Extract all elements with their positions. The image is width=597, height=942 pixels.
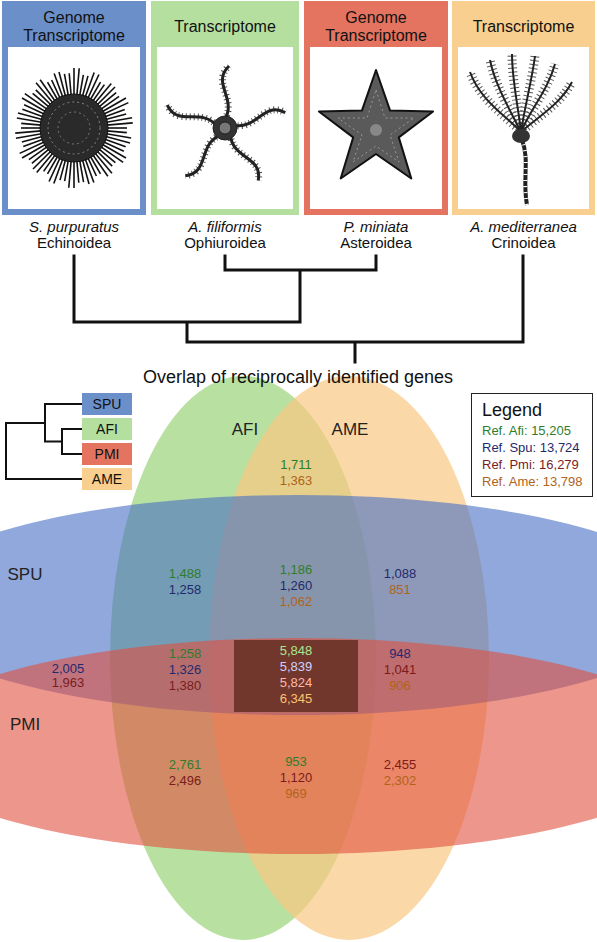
panel-header: Transcriptome	[458, 7, 589, 47]
panel-header: Genome Transcriptome	[8, 7, 140, 47]
taxon-box: AFI	[82, 418, 132, 440]
phylogeny-tree	[74, 256, 523, 362]
gene-count: 1,186	[280, 563, 313, 577]
gene-count: 1,380	[169, 679, 202, 693]
panel-heading: Genome Transcriptome	[310, 9, 442, 45]
gene-count: 1,963	[52, 676, 85, 690]
gene-count: 1,062	[280, 595, 313, 609]
gene-count: 969	[285, 787, 307, 801]
core-overlap-square	[234, 640, 358, 712]
gene-count: 1,326	[169, 663, 202, 677]
genome-panel: Genome TranscriptomeS. purpuratusEchinoi…	[2, 1, 146, 215]
legend-entry: Ref. Ame: 13,798	[482, 473, 582, 490]
taxon-box: SPU	[82, 393, 132, 415]
taxon-code: SPU	[93, 396, 122, 412]
taxon-box: PMI	[82, 443, 132, 465]
genome-panel: Genome TranscriptomeP. miniataAsteroidea	[304, 1, 448, 215]
legend-entry: Ref. Afi: 15,205	[482, 422, 582, 439]
gene-count: 2,496	[169, 774, 202, 788]
species-name: A. filiformis	[143, 219, 307, 235]
class-name: Echinoidea	[0, 235, 154, 251]
gene-count: 948	[389, 647, 411, 661]
crinoid	[470, 54, 572, 205]
sea-star	[319, 70, 433, 179]
taxon-code: PMI	[95, 446, 120, 462]
genome-panel: TranscriptomeA. filiformisOphiuroidea	[151, 1, 299, 215]
panel-header: Genome Transcriptome	[310, 7, 442, 47]
gene-count: 953	[285, 755, 307, 769]
gene-count: 1,363	[280, 474, 313, 488]
gene-count: 5,839	[280, 660, 313, 674]
species-name: A. mediterranea	[444, 219, 597, 235]
gene-count: 5,848	[280, 644, 313, 658]
gene-count: 1,488	[169, 567, 202, 581]
species-name: P. miniata	[296, 219, 456, 235]
mini-tree	[6, 404, 82, 479]
taxon-box: AME	[82, 468, 132, 490]
set-name: AFI	[232, 420, 258, 440]
brittle-star	[165, 66, 285, 181]
panel-header: Transcriptome	[157, 7, 293, 47]
gene-count: 1,258	[169, 647, 202, 661]
gene-count: 2,455	[384, 758, 417, 772]
panel-heading: Transcriptome	[473, 18, 575, 36]
gene-count: 851	[389, 583, 411, 597]
gene-count: 906	[389, 679, 411, 693]
set-name: PMI	[10, 715, 40, 735]
legend-box: LegendRef. Afi: 15,205Ref. Spu: 13,724Re…	[471, 393, 593, 497]
taxon-code: AME	[92, 471, 122, 487]
legend-entry: Ref. Pmi: 16,279	[482, 456, 582, 473]
legend-title: Legend	[482, 398, 582, 422]
set-name: AME	[332, 420, 369, 440]
gene-count: 2,761	[169, 758, 202, 772]
class-name: Ophiuroidea	[143, 235, 307, 251]
legend-entry: Ref. Spu: 13,724	[482, 439, 582, 456]
gene-count: 1,088	[384, 567, 417, 581]
species-name: S. purpuratus	[0, 219, 154, 235]
class-name: Asteroidea	[296, 235, 456, 251]
taxon-code: AFI	[96, 421, 118, 437]
panel-heading: Transcriptome	[174, 18, 276, 36]
ellipse-fill	[0, 638, 597, 854]
gene-count: 5,824	[280, 676, 313, 690]
gene-count: 1,260	[280, 579, 313, 593]
class-name: Crinoidea	[444, 235, 597, 251]
gene-count: 2,302	[384, 774, 417, 788]
sea-urchin	[0, 55, 153, 200]
gene-count: 1,711	[280, 458, 312, 472]
gene-count: 1,120	[280, 771, 313, 785]
figure-title: Overlap of reciprocally identified genes	[143, 366, 453, 388]
panel-heading: Genome Transcriptome	[8, 9, 140, 45]
set-name: SPU	[8, 565, 43, 585]
genome-panel: TranscriptomeA. mediterraneaCrinoidea	[452, 1, 595, 215]
gene-count: 1,041	[384, 663, 417, 677]
gene-count: 6,345	[280, 692, 313, 706]
gene-count: 1,258	[169, 583, 202, 597]
gene-count: 2,005	[52, 662, 85, 676]
